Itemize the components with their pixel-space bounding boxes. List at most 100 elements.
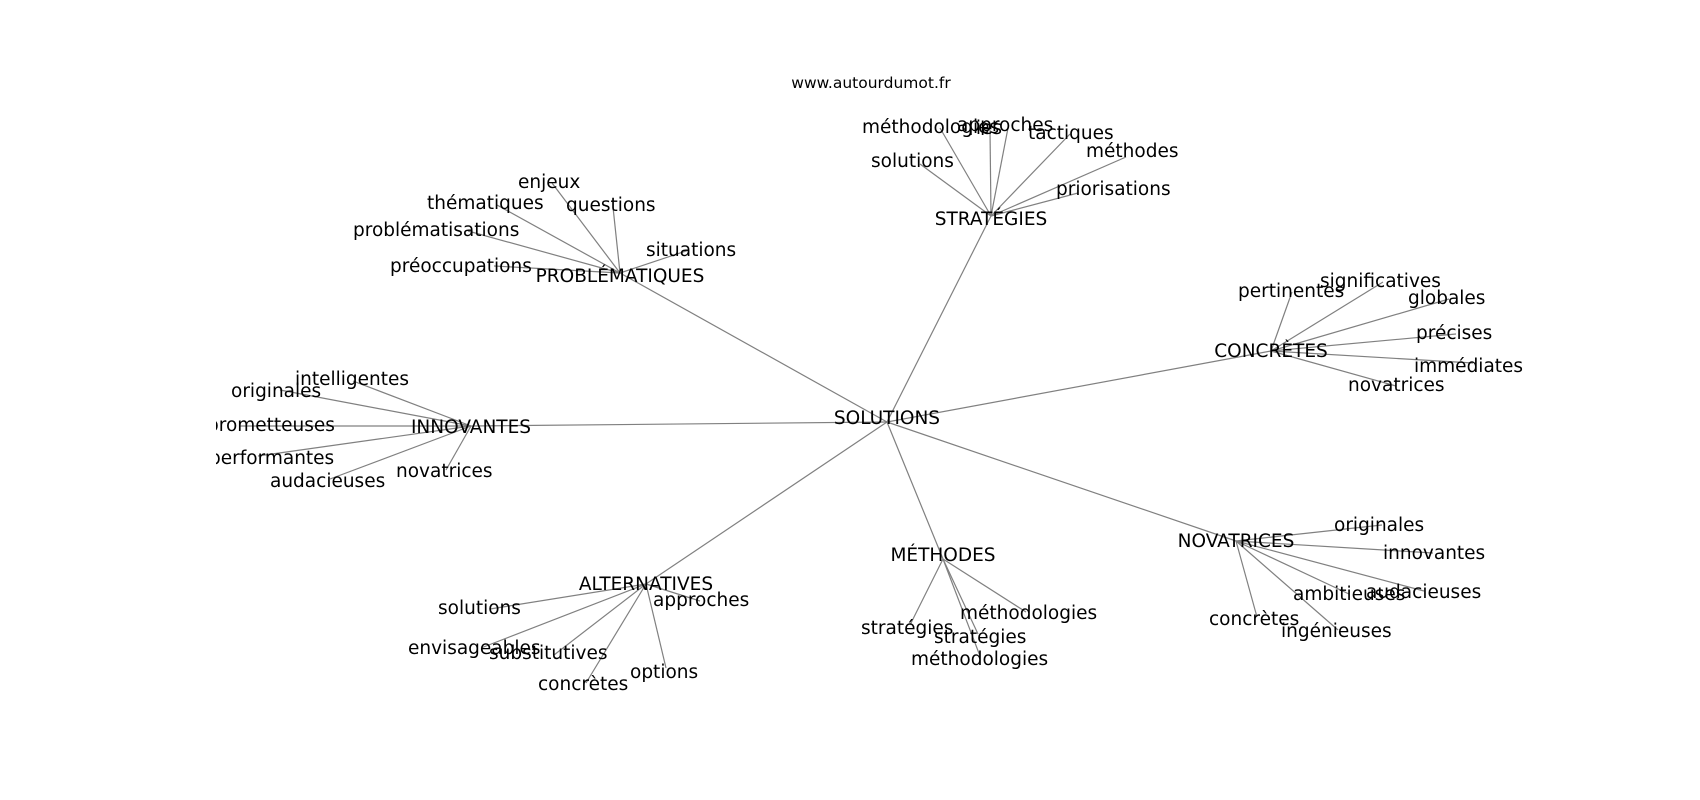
edge-solutions-alternatives <box>645 421 888 585</box>
edge-problematiques-preoccupations <box>493 265 621 274</box>
edge-solutions-concretes <box>886 350 1272 423</box>
edge-strategies-tactiques <box>990 133 1071 217</box>
node-concretes-novatrices: novatrices <box>1348 375 1445 396</box>
node-problematiques: PROBLÉMATIQUES <box>536 265 705 287</box>
node-strategies-methodes: méthodes <box>1086 141 1178 162</box>
node-alternatives-envisageables: envisageables <box>408 638 541 659</box>
edge-solutions-methodes <box>886 421 944 560</box>
edge-problematiques-enjeux <box>551 182 621 274</box>
edge-innovantes-audacieuses <box>329 425 472 480</box>
edge-alternatives-solutions <box>489 583 647 610</box>
edge-strategies-methodologies <box>939 127 992 217</box>
node-methodes-methodologies-1: méthodologies <box>960 603 1097 624</box>
node-methodes-strategies-1: stratégies <box>861 618 953 639</box>
node-methodes-strategies-2: stratégies <box>934 627 1026 648</box>
edge-strategies-ies <box>989 129 992 217</box>
node-alternatives-substitutives: substitutives <box>489 643 607 664</box>
node-concretes-globales: globales <box>1408 288 1485 309</box>
node-innovantes-prometteuses: prometteuses <box>207 415 335 436</box>
edge-problematiques-thematiques <box>496 204 621 274</box>
node-novatrices-audacieuses: audacieuses <box>1366 582 1481 603</box>
node-methodes: MÉTHODES <box>890 544 995 566</box>
node-novatrices: NOVATRICES <box>1178 531 1295 552</box>
node-novatrices-concretes: concrètes <box>1209 609 1299 630</box>
node-innovantes: INNOVANTES <box>411 417 531 438</box>
node-strategies-solutions: solutions <box>871 151 954 172</box>
edge-novatrices-concretes <box>1235 540 1258 618</box>
edge-strategies-solutions <box>919 163 992 217</box>
edge-problematiques-situations <box>619 249 690 274</box>
edge-innovantes-performantes <box>257 425 472 457</box>
edge-strategies-priorisations <box>990 192 1079 217</box>
edge-methodes-strategies-1 <box>909 558 944 626</box>
edge-solutions-strategies <box>886 215 992 423</box>
node-problematiques-enjeux: enjeux <box>518 172 580 193</box>
node-problematiques-problematisations: problématisations <box>353 220 519 241</box>
node-methodes-methodologies-2: méthodologies <box>911 649 1048 670</box>
node-problematiques-questions: questions <box>566 195 656 216</box>
node-alternatives-options: options <box>630 662 698 683</box>
edge-methodes-methodologies-2 <box>942 558 981 657</box>
edge-concretes-novatrices <box>1270 350 1397 387</box>
edge-novatrices-audacieuses <box>1235 540 1425 592</box>
edge-innovantes-originales <box>279 389 472 427</box>
node-novatrices-ingenieuses: ingénieuses <box>1281 621 1392 642</box>
node-novatrices-innovantes: innovantes <box>1383 543 1485 564</box>
node-strategies: STRATÉGIES <box>935 208 1048 230</box>
node-innovantes-performantes: performantes <box>209 448 334 469</box>
node-innovantes-intelligentes: intelligentes <box>295 369 409 390</box>
node-problematiques-situations: situations <box>646 240 736 261</box>
node-problematiques-preoccupations: préoccupations <box>390 256 532 277</box>
node-concretes-precises: précises <box>1416 323 1492 344</box>
edge-alternatives-envisageables <box>480 583 647 649</box>
edge-concretes-immediates <box>1270 350 1474 364</box>
edge-methodes-strategies-2 <box>942 558 979 635</box>
node-concretes-pertinentes: pertinentes <box>1238 281 1344 302</box>
node-concretes: CONCRÈTES <box>1214 340 1328 362</box>
edges <box>240 127 1474 684</box>
node-strategies-tactiques: tactiques <box>1028 123 1114 144</box>
node-alternatives-concretes: concrètes <box>538 674 628 695</box>
node-strategies-ies: ies <box>976 118 1002 139</box>
node-novatrices-ambitieuses: ambitieuses <box>1293 584 1405 605</box>
edge-innovantes-intelligentes <box>352 380 472 427</box>
node-concretes-significatives: significatives <box>1320 271 1441 292</box>
edge-concretes-precises <box>1270 333 1457 352</box>
edge-solutions-novatrices <box>886 421 1237 542</box>
edge-novatrices-ambitieuses <box>1235 540 1350 595</box>
node-strategies-methodologies: méthodologies <box>862 117 999 138</box>
node-alternatives-approches: approches <box>653 590 749 611</box>
node-novatrices-originales: originales <box>1334 515 1424 536</box>
node-solutions: SOLUTIONS <box>834 408 940 429</box>
edge-concretes-globales <box>1270 298 1450 352</box>
edge-solutions-innovantes <box>470 421 888 427</box>
edge-alternatives-concretes <box>585 583 647 684</box>
edge-solutions-problematiques <box>619 272 888 423</box>
node-innovantes-audacieuses: audacieuses <box>270 471 385 492</box>
node-concretes-immediates: immédiates <box>1414 356 1523 377</box>
node-alternatives-solutions: solutions <box>438 598 521 619</box>
edge-problematiques-questions <box>612 206 621 274</box>
edge-problematiques-problematisations <box>467 230 621 274</box>
edge-methodes-methodologies-1 <box>942 558 1027 613</box>
node-strategies-priorisations: priorisations <box>1056 179 1171 200</box>
edge-novatrices-ingenieuses <box>1235 540 1339 631</box>
node-innovantes-originales: originales <box>231 381 321 402</box>
edge-concretes-pertinentes <box>1270 291 1293 352</box>
edge-alternatives-approches <box>645 583 701 602</box>
edge-concretes-significatives <box>1270 281 1384 352</box>
edge-strategies-approches <box>990 127 1009 217</box>
edge-strategies-methodes <box>990 156 1127 217</box>
edge-novatrices-originales <box>1235 524 1383 542</box>
site-url: www.autourdumot.fr <box>791 74 951 92</box>
node-strategies-approches: approches <box>957 115 1053 136</box>
node-alternatives: ALTERNATIVES <box>579 574 713 595</box>
edge-novatrices-innovantes <box>1235 540 1434 554</box>
edge-alternatives-substitutives <box>553 583 647 656</box>
node-innovantes-novatrices: novatrices <box>396 461 493 482</box>
edge-alternatives-options <box>645 583 667 669</box>
labels: SOLUTIONSSTRATÉGIESméthodologiesapproche… <box>207 115 1523 695</box>
node-problematiques-thematiques: thématiques <box>427 193 544 214</box>
edge-innovantes-novatrices <box>445 425 472 471</box>
